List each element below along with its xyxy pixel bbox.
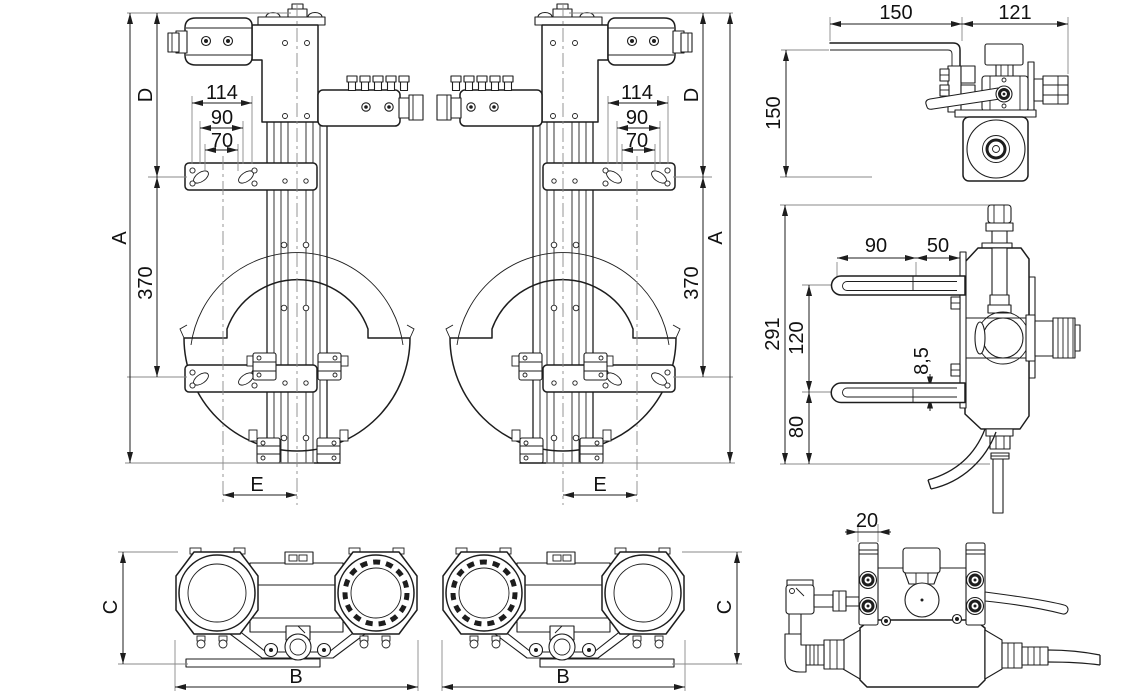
side-view-middle: 90 50 291 120 8,5 80 <box>762 204 1081 514</box>
dim-label-114-front-right: 114 <box>621 82 653 104</box>
dim-label-C-bottom-center: C <box>714 600 736 614</box>
dim-label-20: 20 <box>856 510 878 532</box>
power-cable <box>1047 649 1101 656</box>
bottom-view-left: C B <box>100 548 418 691</box>
dim-label-50-side: 50 <box>927 235 949 257</box>
dim-label-370-front-left: 370 <box>135 266 157 299</box>
dim-label-A-front-left: A <box>109 231 131 245</box>
dim-label-70-front-left: 70 <box>211 130 233 152</box>
dim-label-B-bottom-left: B <box>289 666 302 688</box>
dim-label-70-front-right: 70 <box>626 130 648 152</box>
clamp-lever <box>925 87 1001 110</box>
dim-label-370-front-right: 370 <box>681 266 703 299</box>
motor-block-front <box>784 542 1101 688</box>
dim-label-A-front-right: A <box>705 231 727 245</box>
front-view-left: 114 90 70 D A 370 E <box>109 3 423 505</box>
dim-label-150-horizontal: 150 <box>879 2 912 24</box>
dim-label-80: 80 <box>786 416 808 438</box>
dim-label-90-side: 90 <box>865 235 887 257</box>
water-hose <box>927 428 986 481</box>
dim-label-114-front-left: 114 <box>206 82 238 104</box>
lever-handle <box>984 591 1069 615</box>
dim-label-E-front-left: E <box>250 474 263 496</box>
dim-label-120: 120 <box>786 321 808 354</box>
dim-label-C-bottom-left: C <box>100 600 122 614</box>
side-view-top: 150 121 150 <box>763 2 1069 182</box>
fork-prong-bottom <box>830 382 966 404</box>
dim-label-8-5: 8,5 <box>911 347 933 375</box>
bottom-view-center: B C <box>442 548 742 691</box>
dim-label-E-front-right: E <box>593 474 606 496</box>
front-detail-view: 20 <box>784 510 1101 688</box>
dim-label-121: 121 <box>998 2 1031 24</box>
dim-label-D-front-right: D <box>681 88 703 102</box>
front-view-right: 114 90 70 D A 370 E <box>437 3 735 505</box>
dim-label-90-front-right: 90 <box>626 107 648 129</box>
fork-prong-top <box>830 275 966 296</box>
dim-label-90-front-left: 90 <box>211 107 233 129</box>
feed-unit-side <box>829 42 1069 182</box>
cable <box>992 458 1004 514</box>
gearbox-side <box>830 204 1081 514</box>
dim-label-B-bottom-center: B <box>556 666 569 688</box>
dim-label-150-vertical: 150 <box>763 96 785 129</box>
adjust-knob <box>1052 317 1076 359</box>
dim-label-291: 291 <box>762 317 784 350</box>
dim-label-D-front-left: D <box>135 88 157 102</box>
